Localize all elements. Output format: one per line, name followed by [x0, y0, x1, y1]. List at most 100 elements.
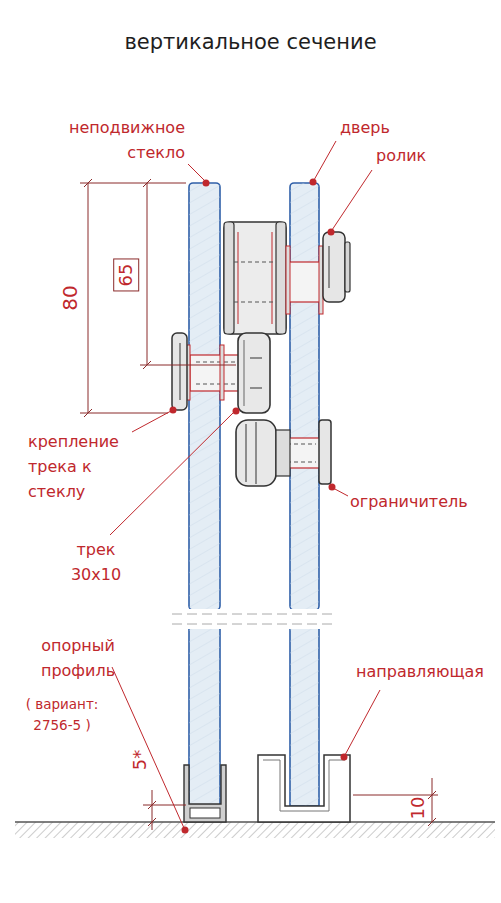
support-profile: [184, 765, 226, 822]
limiter: [276, 430, 290, 476]
roller: [234, 262, 276, 263]
fixed-glass: [189, 183, 220, 610]
dimension-lines: [148, 801, 156, 809]
leader-dot: [182, 827, 189, 834]
floor: [15, 822, 495, 838]
fixed-glass: [189, 183, 220, 805]
limiter: [256, 422, 257, 484]
limiter: [319, 420, 331, 484]
dimension-lines: [143, 361, 151, 369]
leader-dot: [170, 179, 348, 834]
floor-guide: [263, 760, 345, 811]
leader-dot: [310, 179, 317, 186]
door-glass: [290, 628, 319, 806]
track: [238, 333, 270, 413]
roller: [234, 302, 276, 303]
dimension-lines: [140, 365, 236, 366]
break-mark: [172, 624, 336, 625]
dimension-lines: [353, 795, 438, 796]
track: [238, 333, 270, 413]
leader-dot: [203, 180, 210, 187]
dimension-lines: [80, 183, 186, 184]
door-glass: [290, 183, 319, 610]
track: [250, 388, 262, 389]
dimension-lines: [428, 818, 436, 826]
dimension-lines: [143, 179, 151, 187]
leader-lines: [112, 667, 184, 828]
roller: [224, 222, 286, 334]
dimension-lines: [147, 183, 148, 365]
door-glass: [290, 183, 319, 610]
support-profile: [190, 808, 220, 818]
roller: [224, 222, 234, 334]
dimension-lines: [148, 818, 156, 826]
roller: [323, 232, 345, 302]
break-mark: [172, 614, 336, 615]
leader-dot: [329, 484, 336, 491]
track-fixing: [220, 345, 224, 400]
break-mark: [180, 609, 330, 629]
leader-lines: [110, 141, 380, 828]
floor: [15, 822, 495, 838]
dimension-value: 80: [58, 285, 82, 310]
dimension-lines: [143, 805, 186, 806]
roller: [286, 246, 290, 314]
dimension-lines: [88, 183, 89, 413]
part-label: неподвижное стекло: [58, 116, 185, 166]
track-fixing: [196, 384, 236, 385]
leader-lines: [132, 411, 171, 432]
floor: [15, 821, 495, 823]
part-label: направляющая: [356, 660, 484, 685]
roller: [345, 242, 350, 292]
track-fixing: [190, 355, 240, 391]
roller: [224, 222, 350, 334]
dimension-lines: [84, 179, 92, 187]
part-label: опорный профиль: [30, 634, 126, 684]
floor-guide: [258, 755, 350, 822]
roller: [238, 232, 239, 324]
track-fixing: [180, 343, 181, 400]
dimension-lines: [80, 413, 168, 414]
track-fixing: [172, 333, 240, 410]
dimension-lines: [152, 790, 153, 830]
roller: [329, 246, 330, 288]
break-mark: [172, 609, 336, 629]
part-label: ролик: [376, 144, 426, 169]
leader-lines: [333, 488, 348, 496]
roller: [276, 222, 286, 334]
dimension-value: 65: [113, 259, 139, 292]
part-label: дверь: [340, 116, 390, 141]
part-label: трек 30x10: [55, 538, 137, 588]
note-label: ( вариант: 2756-5 ): [6, 694, 118, 736]
track-fixing: [172, 333, 187, 410]
leader-dot: [328, 229, 335, 236]
track-fixing: [196, 362, 236, 363]
limiter: [236, 420, 276, 486]
fixed-glass: [189, 628, 220, 805]
leader-lines: [110, 412, 234, 535]
leader-lines: [345, 690, 380, 755]
leader-dot: [170, 407, 177, 414]
dimension-lines: [428, 791, 436, 799]
fixed-glass: [189, 628, 220, 805]
dimension-lines: [432, 778, 433, 822]
door-glass: [290, 628, 319, 806]
leader-lines: [332, 170, 372, 230]
dimension-value: 5*: [129, 750, 151, 770]
dimension-lines: [84, 409, 92, 417]
track: [244, 340, 245, 406]
leader-dot: [341, 754, 348, 761]
fixed-glass: [189, 183, 220, 610]
leader-lines: [188, 164, 205, 181]
roller: [272, 232, 273, 324]
support-profile: [184, 765, 226, 822]
dimension-value: 10: [407, 797, 429, 820]
leader-lines: [314, 141, 336, 180]
part-label: крепление трека к стеклу: [28, 430, 128, 504]
limiter: [246, 424, 247, 482]
drawing-title: вертикальное сечение: [0, 30, 501, 54]
track: [250, 358, 262, 359]
part-label: ограничитель: [350, 490, 468, 515]
leader-dot: [233, 408, 240, 415]
floor-guide: [258, 755, 350, 822]
